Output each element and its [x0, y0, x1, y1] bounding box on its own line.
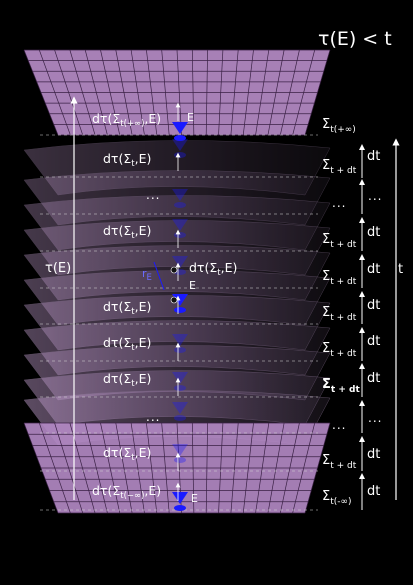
- slice-label: dτ(Σt,E): [103, 299, 152, 317]
- dt-label: dt: [367, 371, 381, 386]
- cone-base: [174, 347, 186, 353]
- slice-label: dτ(Σt,E): [103, 371, 152, 389]
- sigma-top-label: Σt(+∞): [322, 117, 356, 135]
- slice-label: dτ(Σt,E): [103, 223, 152, 241]
- tau-label: τ(E): [45, 261, 72, 276]
- dt-label: dt: [367, 484, 381, 499]
- energy-label-mid: E: [189, 279, 196, 292]
- bottom-slice-label: dτ(Σt(−∞),E): [92, 483, 162, 501]
- dt-label: dt: [367, 447, 381, 462]
- sigma-bottom-label: Σt(-∞): [322, 489, 352, 507]
- light-cone: [172, 334, 188, 346]
- light-cone: [172, 219, 188, 231]
- sigma-ellipsis: ...: [332, 418, 347, 432]
- top-slice-label: dτ(Σt(+∞),E): [92, 111, 162, 129]
- slice-ellipsis: ...: [146, 188, 161, 202]
- dt-label: dt: [367, 149, 381, 164]
- sigma-label: Σt + dt: [322, 232, 357, 250]
- cone-base: [174, 307, 186, 313]
- slice-label: dτ(Σt,E): [103, 151, 152, 169]
- cone-base: [174, 505, 186, 511]
- cone-base: [174, 152, 186, 158]
- light-cone: [172, 189, 188, 201]
- slice-ellipsis: ...: [146, 410, 161, 424]
- energy-label-bottom: E: [191, 492, 198, 505]
- cone-base: [174, 135, 186, 141]
- sigma-label: Σt + dt: [322, 269, 357, 287]
- sigma-label: Σt + dt: [322, 341, 357, 359]
- light-cone: [172, 492, 188, 504]
- dt-label: dt: [367, 334, 381, 349]
- dt-label: dt: [367, 298, 381, 313]
- light-cone: [172, 122, 188, 134]
- sigma-label: Σt + dt: [322, 305, 357, 323]
- headline: τ(E) < t: [318, 28, 392, 50]
- t-label: t: [398, 262, 404, 277]
- light-cone: [172, 444, 188, 456]
- energy-cones: [172, 102, 188, 511]
- dt-label: dt: [367, 225, 381, 240]
- dt-ellipsis: ...: [368, 189, 383, 203]
- slice-label: dτ(Σt,E): [103, 445, 152, 463]
- light-cone: [172, 402, 188, 414]
- sigma-label: Σt + dt: [322, 377, 360, 395]
- cone-base: [174, 232, 186, 238]
- sigma-ellipsis: ...: [332, 196, 347, 210]
- radius-label: rE: [142, 267, 152, 283]
- dt-ellipsis: ...: [368, 411, 383, 425]
- light-cone: [172, 139, 188, 151]
- cone-base: [174, 415, 186, 421]
- surface-top: [23, 49, 331, 136]
- middle-slices: [23, 140, 331, 446]
- dt-label: dt: [367, 262, 381, 277]
- cone-base: [174, 385, 186, 391]
- sigma-label: Σt + dt: [322, 158, 357, 176]
- slice-label: dτ(Σt,E): [103, 335, 152, 353]
- cone-base: [174, 457, 186, 463]
- sigma-label: Σt + dt: [322, 453, 357, 471]
- light-cone: [172, 256, 188, 268]
- surface-bottom: [23, 422, 331, 514]
- energy-label-top: E: [187, 111, 194, 124]
- radius-marker: [153, 261, 178, 304]
- cone-base: [174, 202, 186, 208]
- slice-label: dτ(Σt,E): [189, 260, 238, 278]
